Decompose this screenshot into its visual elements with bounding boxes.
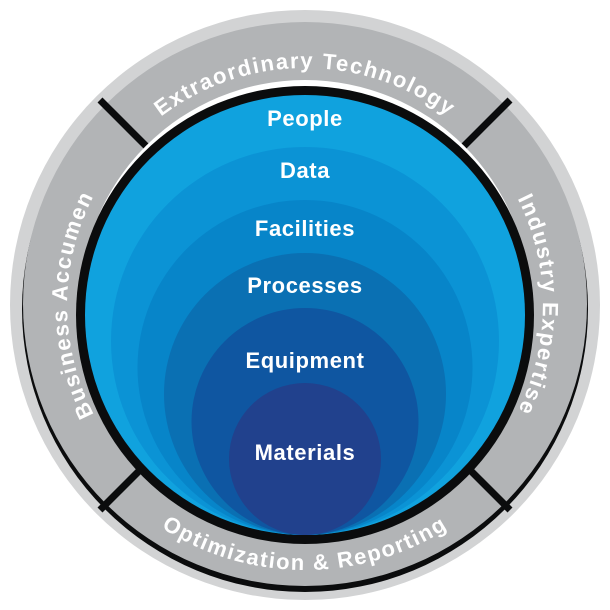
ring-materials-circle [229,383,381,535]
divider-top-left [97,97,152,152]
ring-label-data: Data [280,158,330,183]
ring-label-processes: Processes [247,273,363,298]
ring-labels: People Data Facilities Processes Equipme… [245,106,364,465]
ring-label-people: People [267,106,343,131]
ring-label-materials: Materials [255,440,356,465]
divider-top-right [458,97,513,152]
ring-label-facilities: Facilities [255,216,355,241]
ring-label-equipment: Equipment [245,348,364,373]
